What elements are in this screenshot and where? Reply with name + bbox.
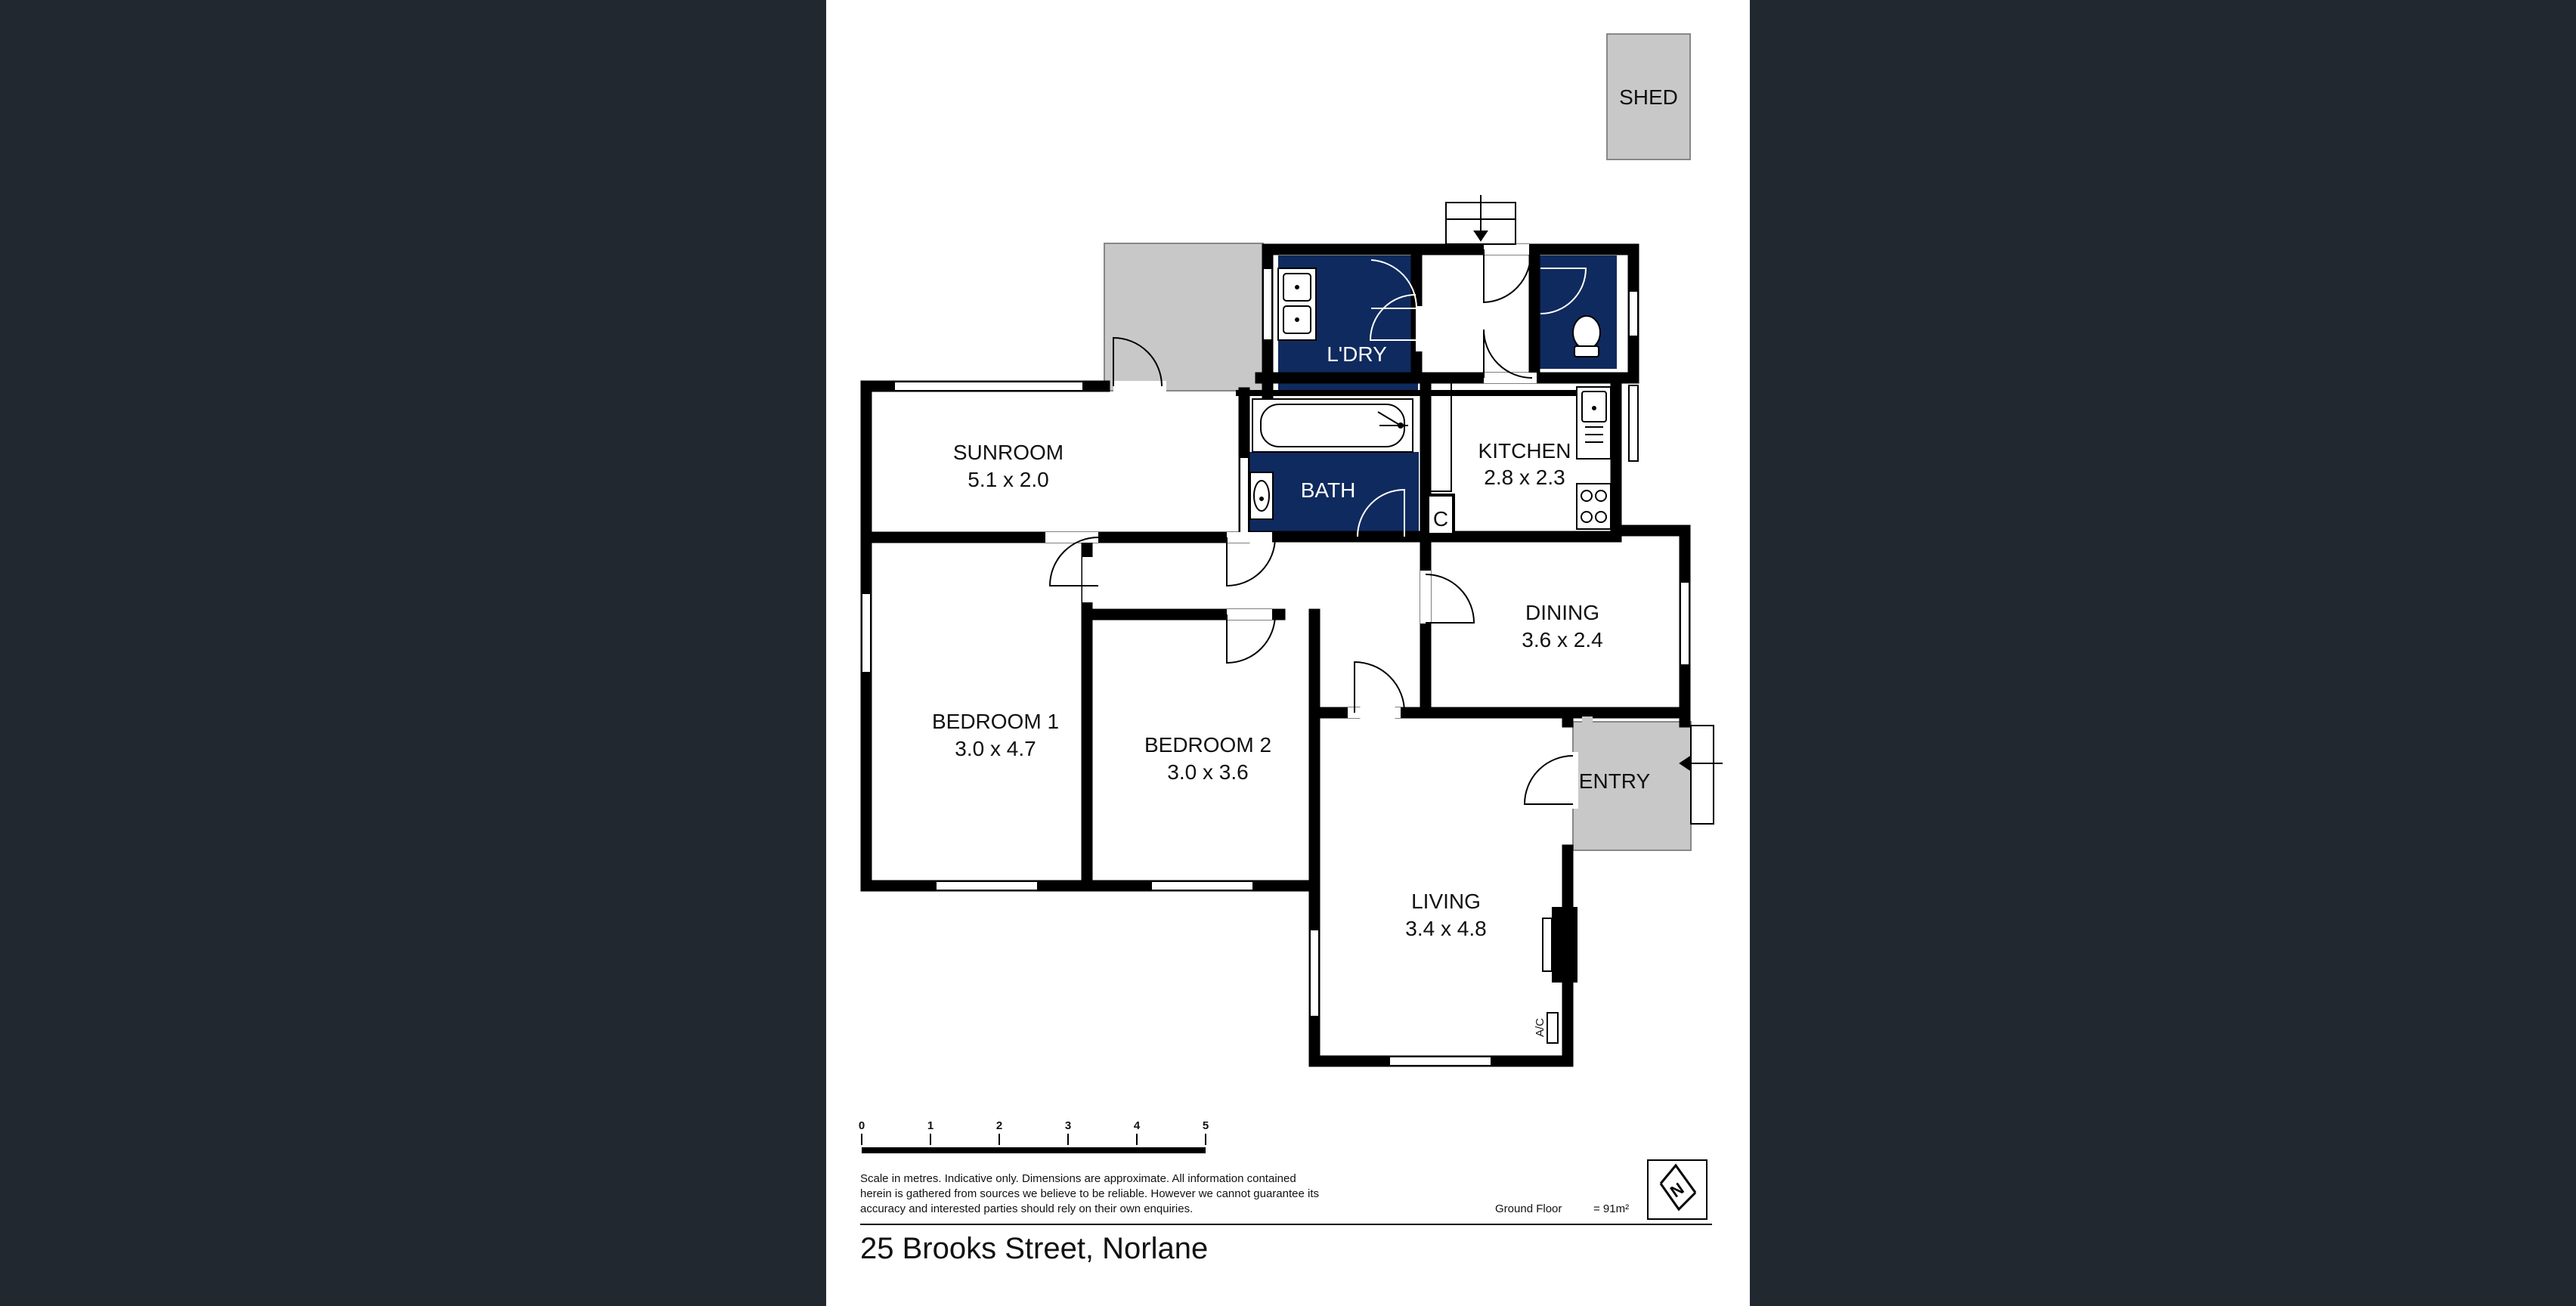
room-size-dining: 3.6 x 2.4 <box>1522 628 1602 651</box>
room-name-dining: DINING <box>1525 601 1599 624</box>
window-bedroom1-south <box>935 880 1039 891</box>
room-name-sunroom: SUNROOM <box>953 441 1064 464</box>
kitchen-stove <box>1576 483 1612 530</box>
aircon-unit <box>1547 1012 1559 1044</box>
property-address: 25 Brooks Street, Norlane <box>860 1232 1209 1265</box>
cupboard <box>1426 494 1455 536</box>
floor-area: = 91m² <box>1593 1202 1629 1215</box>
scale-tick-0: 0 <box>859 1119 865 1132</box>
door-openings <box>1045 244 1593 809</box>
window-kitchen-east <box>1628 385 1639 462</box>
window-dining-east <box>1680 581 1690 666</box>
kitchen-counter-lines <box>1425 377 1452 492</box>
door-swings <box>1048 249 1574 805</box>
disclaimer-line-2: herein is gathered from sources we belie… <box>860 1187 1319 1200</box>
disclaimer-line-3: accuracy and interested parties should r… <box>860 1202 1193 1215</box>
room-name-bath: BATH <box>1301 478 1356 502</box>
bath-area <box>1249 452 1419 539</box>
entry-step <box>1679 725 1723 825</box>
toilet <box>1572 315 1601 357</box>
room-size-sunroom: 5.1 x 2.0 <box>968 468 1048 491</box>
compass-icon: N <box>1647 1159 1708 1220</box>
laundry-tub <box>1277 268 1317 341</box>
room-name-living: LIVING <box>1411 890 1481 913</box>
outdoor-areas <box>1104 33 1692 851</box>
room-name-bedroom2: BEDROOM 2 <box>1144 733 1271 757</box>
scale-tick-2: 2 <box>996 1119 1002 1132</box>
scale-bar: 0 1 2 3 4 5 <box>859 1119 1209 1153</box>
window-bedroom1-west <box>861 593 872 673</box>
aircon-label: A/C <box>1534 1018 1547 1037</box>
scale-tick-5: 5 <box>1203 1119 1209 1132</box>
window-bedroom2-south <box>1150 880 1254 891</box>
room-name-cupboard: C <box>1433 507 1448 531</box>
kitchen-sink <box>1576 386 1612 460</box>
courtyard-area <box>1104 243 1264 391</box>
room-name-kitchen: KITCHEN <box>1478 439 1571 463</box>
scale-tick-4: 4 <box>1134 1119 1141 1132</box>
bath-basin <box>1249 472 1274 520</box>
window-living-south <box>1389 1056 1492 1066</box>
floor-plan-sheet: A/C SHED L'DRY BATH KITCHEN 2.8 x 2.3 C … <box>826 0 1750 1306</box>
scale-tick-3: 3 <box>1065 1119 1071 1132</box>
hearth <box>1542 918 1553 972</box>
disclaimer-line-1: Scale in metres. Indicative only. Dimens… <box>860 1172 1296 1185</box>
windows <box>861 268 1690 1066</box>
room-size-bedroom2: 3.0 x 3.6 <box>1167 760 1248 784</box>
room-name-laundry: L'DRY <box>1327 342 1387 366</box>
window-laundry-west <box>1262 268 1273 341</box>
window-wc-east <box>1628 290 1639 337</box>
room-size-bedroom1: 3.0 x 4.7 <box>955 737 1036 760</box>
window-sunroom-north <box>893 381 1084 391</box>
floor-plan: A/C SHED L'DRY BATH KITCHEN 2.8 x 2.3 C … <box>859 33 1723 1225</box>
room-name-bedroom1: BEDROOM 1 <box>932 710 1059 733</box>
shed-area <box>1606 33 1691 160</box>
level-name: Ground Floor <box>1495 1202 1562 1215</box>
room-size-kitchen: 2.8 x 2.3 <box>1484 466 1565 489</box>
room-size-living: 3.4 x 4.8 <box>1405 917 1486 940</box>
wc-door-swing <box>1540 268 1587 314</box>
room-name-shed: SHED <box>1619 85 1678 109</box>
room-name-entry: ENTRY <box>1579 769 1651 793</box>
back-step <box>1445 195 1516 245</box>
window-bath-west <box>1239 456 1249 534</box>
chimney <box>1552 907 1577 983</box>
laundry-door-swing <box>1369 294 1416 341</box>
window-living-west <box>1309 929 1320 1017</box>
bath-door-swing <box>1357 488 1405 537</box>
scale-tick-1: 1 <box>927 1119 933 1132</box>
bathtub <box>1252 398 1413 453</box>
